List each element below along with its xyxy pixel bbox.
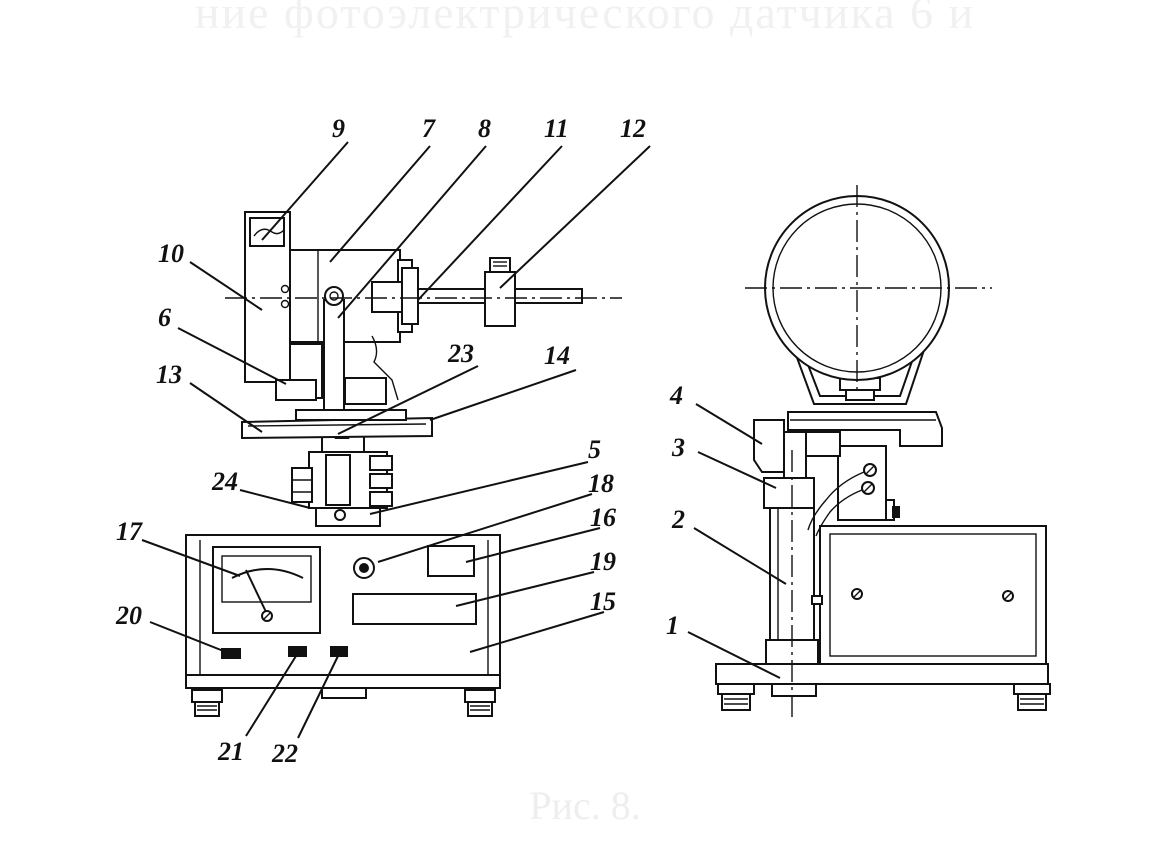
label-19: 19	[590, 547, 616, 576]
button-22	[330, 646, 348, 657]
meter-needle	[245, 569, 268, 615]
button-20	[221, 648, 241, 659]
sensor-head	[244, 211, 329, 401]
panel-window	[352, 593, 477, 625]
label-17: 17	[116, 517, 143, 546]
label-7: 7	[422, 114, 436, 143]
label-4: 4	[669, 381, 683, 410]
label-1: 1	[666, 611, 679, 640]
label-22: 22	[271, 739, 298, 768]
rod-assembly	[417, 257, 583, 327]
label-12: 12	[620, 114, 646, 143]
label-16: 16	[590, 503, 616, 532]
figure-caption: Рис. 8.	[529, 783, 641, 828]
label-8: 8	[478, 114, 491, 143]
label-2: 2	[671, 505, 685, 534]
label-23: 23	[447, 339, 474, 368]
collar	[763, 477, 815, 509]
label-6: 6	[158, 303, 171, 332]
button-21	[288, 646, 307, 657]
label-24: 24	[211, 467, 238, 496]
clamp	[753, 419, 785, 473]
header-text: ние фотоэлектрического датчика 6 и	[194, 0, 976, 38]
callout-labels: 9 7 8 11 12 10 6 13 23 14 24 5 18 16 17 …	[115, 114, 685, 768]
label-9: 9	[332, 114, 345, 143]
label-10: 10	[158, 239, 184, 268]
bracket	[837, 445, 887, 521]
label-21: 21	[217, 737, 244, 766]
base-housing	[185, 534, 501, 689]
base-plate	[715, 663, 1049, 685]
knob-center	[359, 563, 369, 573]
label-14: 14	[544, 341, 570, 370]
label-20: 20	[115, 601, 142, 630]
label-11: 11	[544, 114, 569, 143]
label-15: 15	[590, 587, 616, 616]
sensor-holder	[291, 421, 393, 527]
meter-window	[221, 555, 312, 603]
leader-lines	[141, 141, 787, 739]
label-18: 18	[588, 469, 614, 498]
rotary-table	[241, 409, 433, 440]
label-3: 3	[671, 433, 685, 462]
drive-housing	[289, 249, 419, 411]
label-5: 5	[588, 435, 601, 464]
side-view	[715, 185, 1051, 722]
base-feet	[191, 687, 496, 717]
front-view	[185, 211, 622, 717]
label-13: 13	[156, 360, 182, 389]
